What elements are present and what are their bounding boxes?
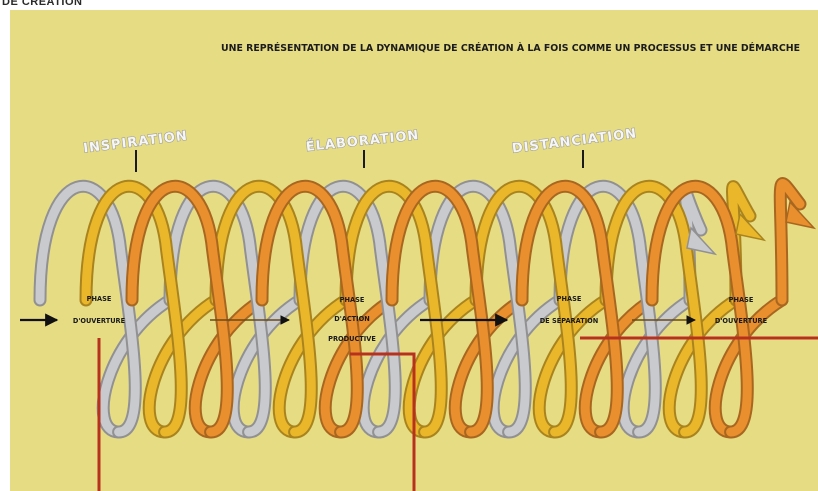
coil-grey-arrowhead <box>686 226 718 256</box>
phase-opening-2-line-2: D'OUVERTURE <box>715 317 768 325</box>
coil-grey-segment-back-1 <box>228 295 305 437</box>
spiral-loops-front <box>33 177 807 439</box>
phase-separation-line-2: DE SÉPARATION <box>540 316 599 325</box>
coil-grey-segment-back-0 <box>98 295 175 437</box>
coil-grey-segment-front-4 <box>555 181 660 437</box>
coil-orange-segment-back-1 <box>320 295 397 437</box>
coil-yellow-segment-front-2 <box>341 181 446 437</box>
coil-yellow-segment-front-3 <box>471 181 576 437</box>
coil-orange-segment-front-0 <box>127 181 232 437</box>
coil-orange-segment-front-2 <box>387 181 492 437</box>
coil-grey-segment-back-3 <box>488 295 565 437</box>
phase-productive-action: PHASE D'ACTION PRODUCTIVE <box>328 296 376 343</box>
phase-productive-action-line-2: D'ACTION <box>334 315 370 323</box>
phase-productive-action-line-3: PRODUCTIVE <box>328 335 376 343</box>
phase-opening-1-line-1: PHASE <box>87 295 112 303</box>
coil-grey-segment-back-4 <box>618 295 695 437</box>
coil-orange-arrowhead <box>785 200 817 230</box>
phase-separation: PHASE DE SÉPARATION <box>540 295 599 325</box>
spiral-arrowheads <box>686 200 817 256</box>
coil-grey-segment-front-2 <box>295 181 400 437</box>
coil-yellow-segment-back-1 <box>274 295 351 437</box>
diagram-title: UNE REPRÉSENTATION DE LA DYNAMIQUE DE CR… <box>221 42 800 54</box>
coil-yellow-arrowhead <box>735 212 767 242</box>
coil-orange-segment-tail <box>775 179 805 305</box>
coil-orange-segment-front-4 <box>647 181 752 437</box>
coil-grey-segment-back-2 <box>358 295 435 437</box>
coil-grey-segment-front-0 <box>35 181 140 437</box>
cropped-heading-fragment: DE CRÉATION <box>2 0 83 8</box>
coil-grey-segment-front-1 <box>165 181 270 437</box>
coil-yellow-segment-front-1 <box>211 181 316 437</box>
coil-orange-segment-front-1 <box>257 181 362 437</box>
phase-opening-1: PHASE D'OUVERTURE <box>73 295 126 325</box>
coil-grey-segment-front-3 <box>425 181 530 437</box>
coil-yellow-segment-back-3 <box>534 295 611 437</box>
coil-orange-segment-back-3 <box>580 295 657 437</box>
coil-yellow-segment-front-4 <box>601 181 706 437</box>
phase-productive-action-line-1: PHASE <box>340 296 365 304</box>
coil-orange-segment-back-0 <box>190 295 267 437</box>
stage-label-distanciation: DISTANCIATION <box>511 126 638 156</box>
phase-opening-1-line-2: D'OUVERTURE <box>73 317 126 325</box>
coil-orange-segment-front-3 <box>517 181 622 437</box>
coil-yellow-segment-front-0 <box>81 181 186 437</box>
phase-opening-2: PHASE D'OUVERTURE <box>715 296 768 325</box>
phase-separation-line-1: PHASE <box>557 295 582 303</box>
coil-orange-segment-back-4 <box>710 295 787 437</box>
phase-opening-2-line-1: PHASE <box>729 296 754 304</box>
coil-yellow-segment-back-4 <box>664 295 741 437</box>
coil-yellow-segment-back-0 <box>144 295 221 437</box>
stage-label-elaboration: ÉLABORATION <box>305 127 420 155</box>
callout-line-productive-action <box>350 352 416 491</box>
